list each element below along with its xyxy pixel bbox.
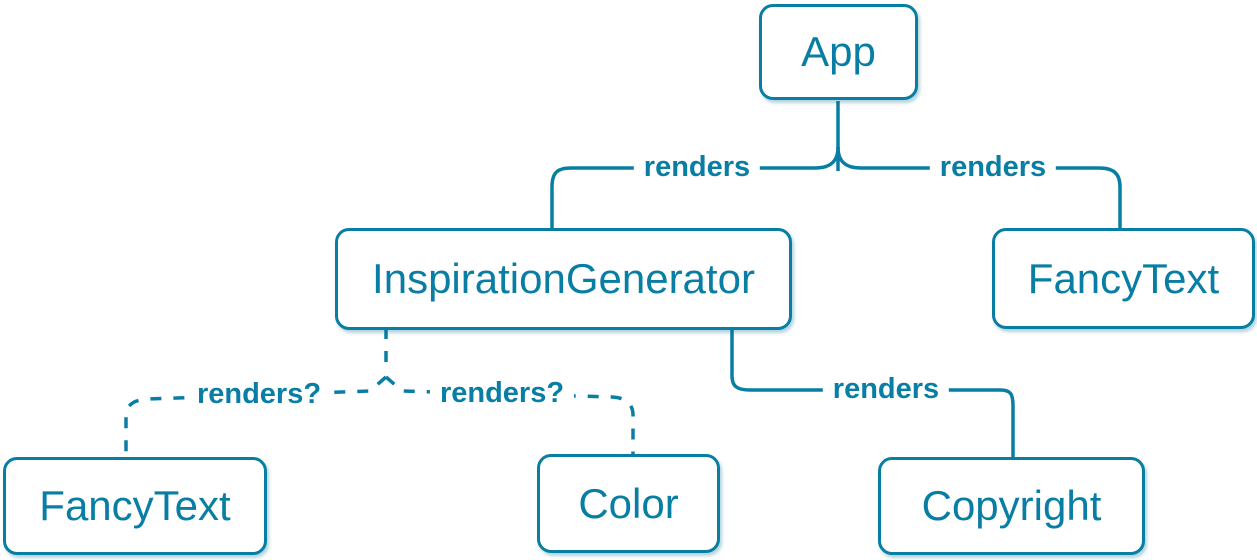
- edge-inspirationgenerator-to-color: [384, 375, 635, 457]
- edge-label-renders-conditional-color: renders?: [429, 377, 575, 410]
- component-node-app-label: App: [801, 28, 876, 75]
- component-node-inspirationgenerator-label: InspirationGenerator: [372, 255, 755, 302]
- component-node-copyright-label: Copyright: [921, 482, 1102, 529]
- component-node-copyright: Copyright: [878, 457, 1145, 555]
- edge-app-to-fancytext: [836, 146, 1122, 231]
- edge-label-renders-copyright: renders: [822, 373, 950, 406]
- edge-label-renders-conditional-fancytext: renders?: [186, 378, 332, 411]
- edge-app-to-inspirationgenerator: [550, 146, 840, 231]
- component-node-inspirationgenerator: InspirationGenerator: [335, 228, 792, 330]
- component-node-fancytext-top-label: FancyText: [1027, 254, 1220, 302]
- component-node-fancytext-bottom: FancyText: [3, 457, 267, 555]
- component-node-fancytext-bottom-label: FancyText: [39, 482, 231, 529]
- edge-inspirationgenerator-to-fancytext: [124, 375, 388, 460]
- component-node-fancytext-top: FancyText: [992, 228, 1255, 329]
- edge-label-renders-app-inspirationgenerator: renders: [633, 151, 761, 184]
- component-node-app: App: [759, 4, 918, 100]
- component-node-color-label: Color: [578, 479, 679, 527]
- component-node-color: Color: [537, 454, 720, 553]
- edge-label-renders-app-fancytext: renders: [929, 151, 1057, 184]
